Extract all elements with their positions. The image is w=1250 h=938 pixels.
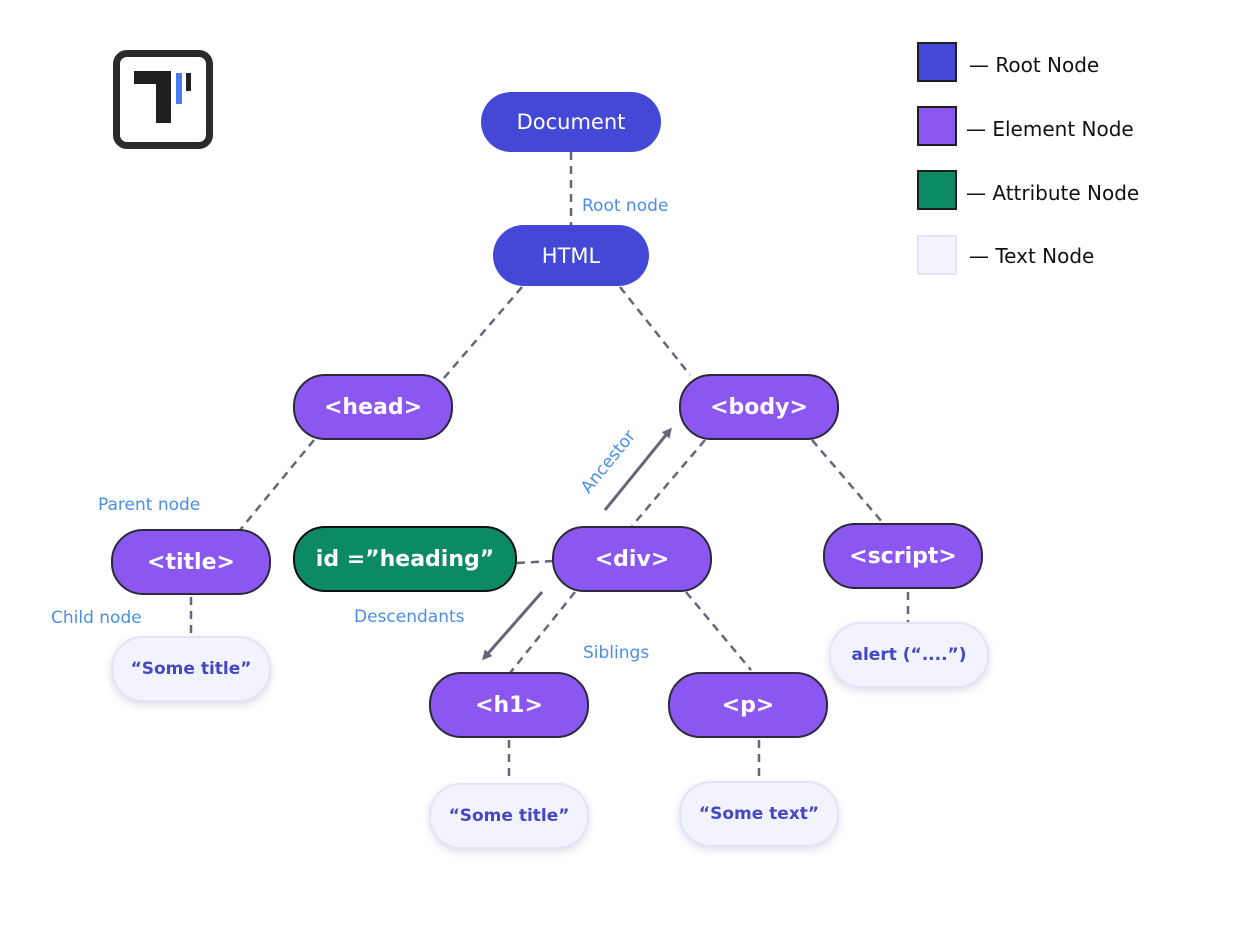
- node-document: Document: [481, 92, 661, 152]
- node-h1: <h1>: [429, 672, 589, 738]
- label-descendants: Descendants: [354, 607, 465, 627]
- legend-swatch-element: [917, 106, 957, 146]
- label-siblings: Siblings: [583, 643, 650, 663]
- node-html: HTML: [493, 225, 649, 286]
- node-script-text: alert (“....”): [829, 622, 989, 688]
- node-title-text: “Some title”: [111, 636, 271, 702]
- logo-bar-blue: [176, 73, 182, 104]
- label-child-node: Child node: [51, 608, 142, 628]
- logo-icon: [113, 50, 213, 149]
- legend-label-element: — Element Node: [966, 117, 1134, 141]
- node-p-text: “Some text”: [679, 781, 839, 847]
- node-script: <script>: [823, 523, 983, 589]
- node-div: <div>: [552, 526, 712, 592]
- legend-label-text: — Text Node: [969, 244, 1095, 268]
- legend-label-root: — Root Node: [969, 53, 1100, 77]
- logo-bar-stem: [156, 71, 171, 123]
- node-body: <body>: [679, 374, 839, 440]
- edge-html-head: [443, 286, 523, 379]
- edge-body-script: [811, 439, 884, 524]
- edge-div-h1: [509, 591, 576, 674]
- node-attribute-id: id =”heading”: [293, 526, 517, 592]
- label-parent-node: Parent node: [98, 495, 201, 515]
- node-h1-text: “Some title”: [429, 783, 589, 849]
- edge-body-div: [631, 439, 706, 527]
- node-p: <p>: [668, 672, 828, 738]
- legend-swatch-text: [917, 235, 957, 275]
- node-head: <head>: [293, 374, 453, 440]
- edge-head-title: [239, 439, 315, 531]
- descendants-arrow: [482, 591, 544, 661]
- node-title: <title>: [111, 529, 271, 595]
- label-root-node: Root node: [582, 196, 669, 216]
- ancestor-arrow: [603, 427, 672, 511]
- legend-swatch-attribute: [917, 170, 957, 210]
- edge-attribute-div: [516, 559, 554, 565]
- edge-html-body: [619, 286, 691, 376]
- edge-div-p: [685, 591, 752, 671]
- logo-bar-gray: [186, 73, 191, 91]
- legend-swatch-root: [917, 42, 957, 82]
- legend-label-attribute: — Attribute Node: [966, 181, 1140, 205]
